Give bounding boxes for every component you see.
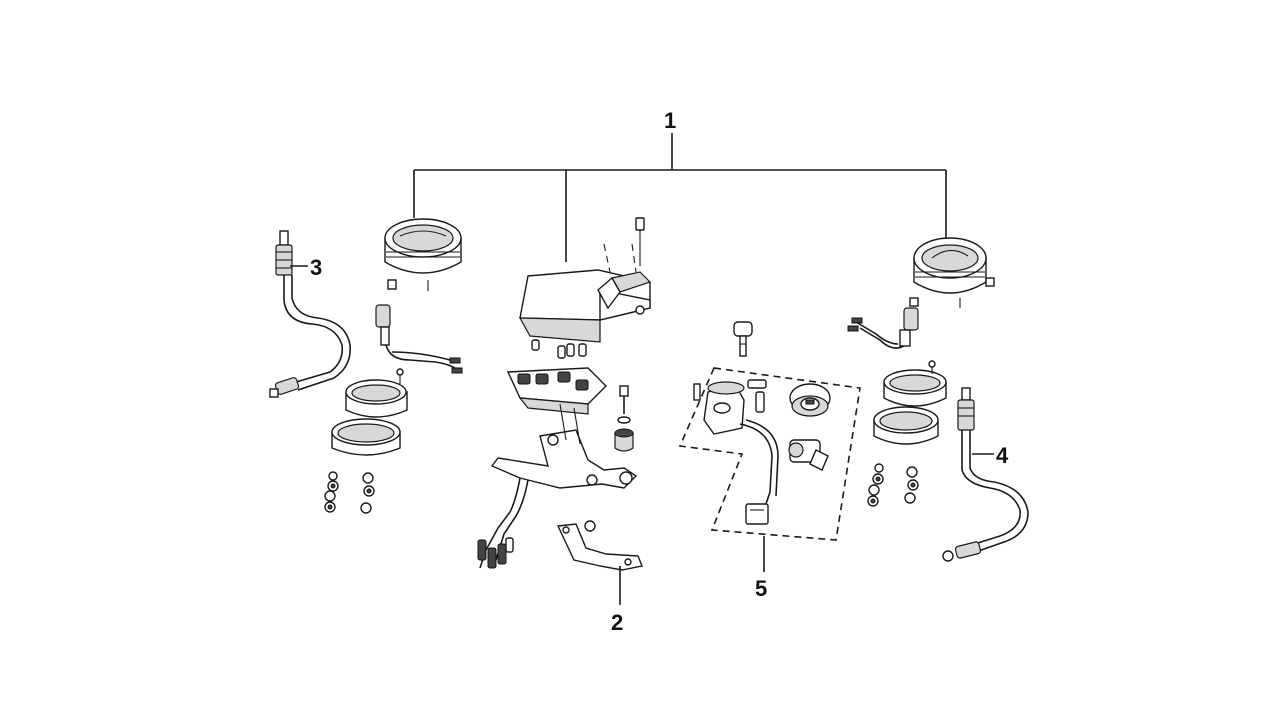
tachometer-cable	[942, 387, 1029, 562]
ignition-switch-group-outline	[678, 367, 861, 541]
callout-1-leader	[413, 133, 947, 262]
callout-5-label: 5	[755, 576, 767, 601]
left-gauge-wiring	[375, 304, 463, 374]
indicator-bulbs	[531, 339, 587, 359]
right-gauge-bezel-upper	[883, 360, 947, 407]
ignition-key	[733, 321, 753, 357]
right-gauge-wiring	[847, 307, 919, 349]
lower-bracket	[556, 520, 643, 571]
callout-2-label: 2	[611, 610, 623, 635]
right-tachometer	[909, 237, 995, 308]
left-speedometer	[384, 218, 462, 291]
meter-mounting-bracket	[477, 403, 638, 569]
callout-3-label: 3	[310, 255, 322, 280]
seat-lock	[788, 439, 829, 471]
left-gauge-bezel-upper	[345, 368, 408, 418]
rubber-mount-and-bolt	[614, 385, 634, 452]
center-indicator-housing	[518, 217, 652, 343]
fuel-cap-lock	[789, 383, 831, 417]
ignition-switch-body	[693, 379, 779, 525]
right-hardware	[867, 463, 919, 507]
right-gauge-bezel-lower	[873, 406, 939, 445]
callout-4-label: 4	[996, 443, 1009, 468]
speedometer-cable	[269, 230, 351, 398]
left-hardware	[324, 471, 375, 514]
indicator-socket-panel	[506, 367, 607, 415]
callout-1-label: 1	[664, 108, 676, 133]
left-gauge-bezel-lower	[331, 418, 401, 456]
